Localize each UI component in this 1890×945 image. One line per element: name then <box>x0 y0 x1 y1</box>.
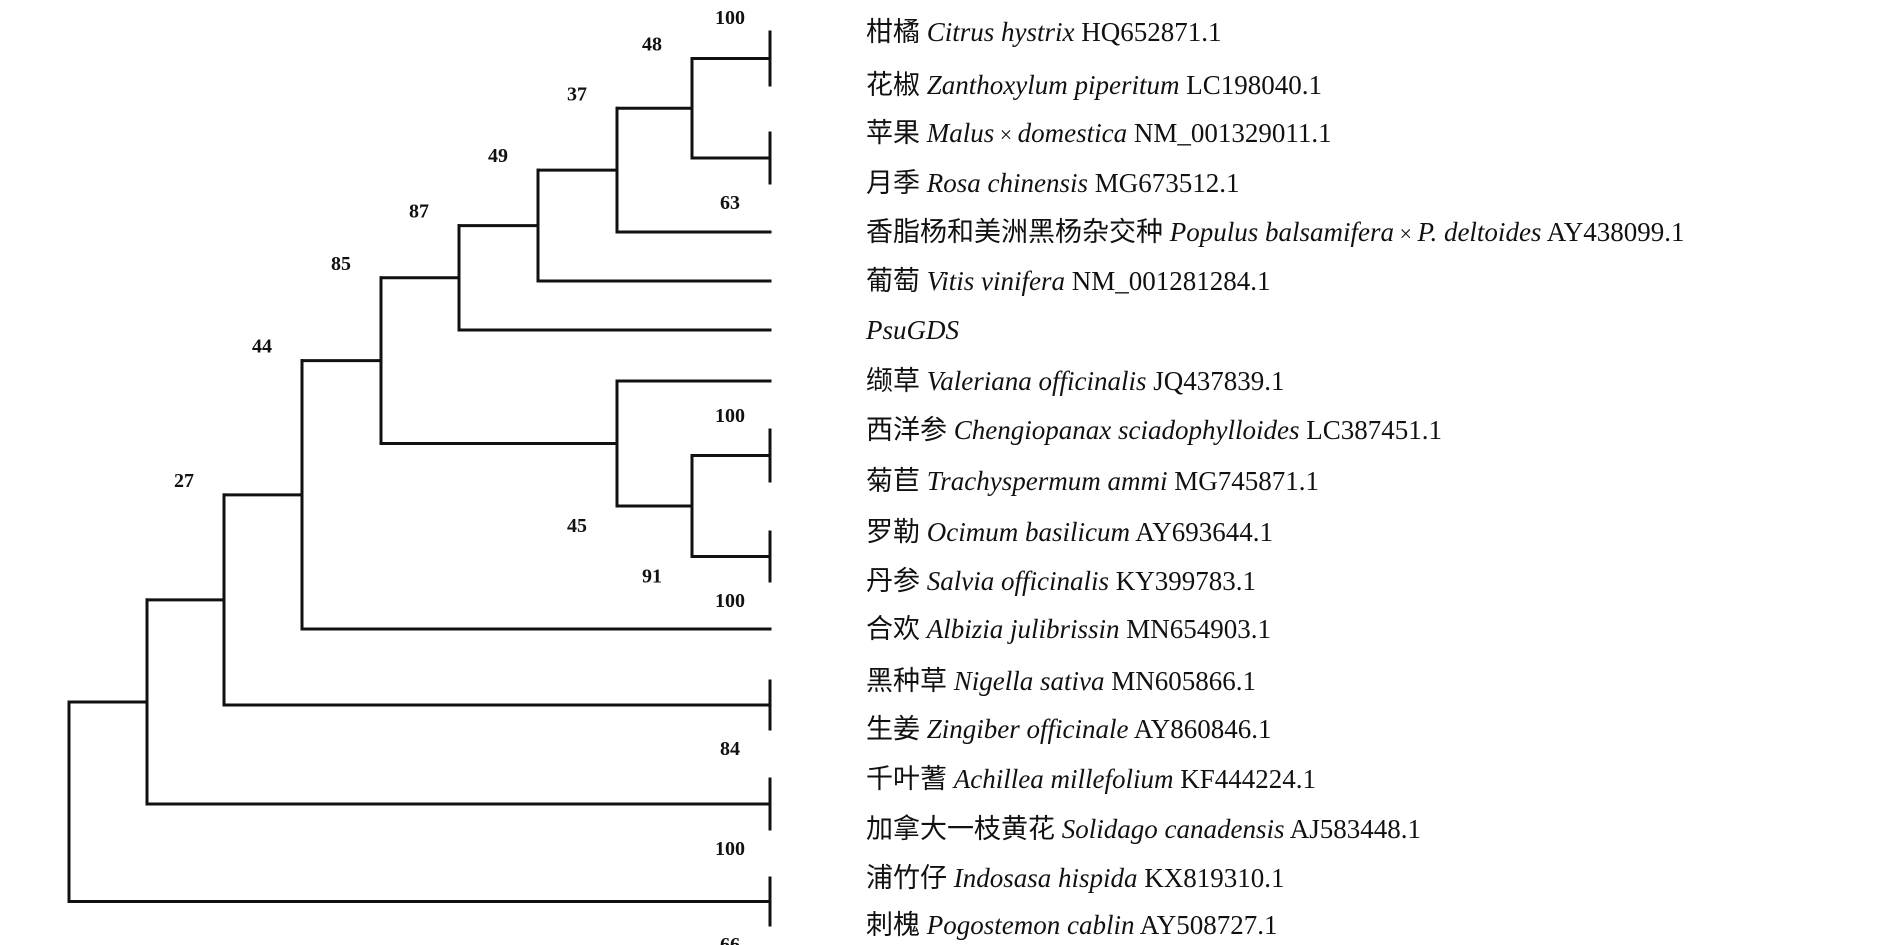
leaf-label-L19: 刺槐 Pogostemon cablin AY508727.1 <box>866 910 1278 940</box>
leaf-accession: MG745871.1 <box>1168 466 1320 496</box>
hybrid-sign: × <box>1394 221 1417 246</box>
leaf-label-L9: 西洋参 Chengiopanax sciadophylloides LC3874… <box>866 415 1442 445</box>
leaf-common-name: 丹参 <box>866 566 927 596</box>
leaf-accession: MG673512.1 <box>1088 168 1240 198</box>
leaf-scientific-name: Trachyspermum ammi <box>927 466 1168 496</box>
leaf-label-L15: 生姜 Zingiber officinale AY860846.1 <box>866 714 1272 744</box>
leaf-common-name: 香脂杨和美洲黑杨杂交种 <box>866 217 1170 247</box>
bootstrap-value-N15: 100 <box>715 838 745 860</box>
leaf-label-L2: 花椒 Zanthoxylum piperitum LC198040.1 <box>866 70 1322 100</box>
leaf-label-L13: 合欢 Albizia julibrissin MN654903.1 <box>866 614 1271 644</box>
leaf-common-name: 千叶蓍 <box>866 764 954 794</box>
leaf-label-L10: 菊苣 Trachyspermum ammi MG745871.1 <box>866 466 1319 496</box>
leaf-common-name: 生姜 <box>866 714 927 744</box>
leaf-label-L17: 加拿大一枝黄花 Solidago canadensis AJ583448.1 <box>866 814 1421 844</box>
bootstrap-value-N11: 85 <box>331 253 351 275</box>
leaf-label-L8: 缬草 Valeriana officinalis JQ437839.1 <box>866 366 1285 396</box>
leaf-label-L3: 苹果 Malus × domestica NM_001329011.1 <box>866 118 1332 148</box>
leaf-scientific-name: Indosasa hispida <box>953 863 1138 893</box>
leaf-scientific-name: Populus balsamifera <box>1169 217 1394 247</box>
leaf-label-L7: PsuGDS <box>865 315 959 345</box>
bootstrap-value-N12: 44 <box>252 336 272 358</box>
leaf-common-name: 缬草 <box>866 366 927 396</box>
leaf-common-name: 加拿大一枝黄花 <box>866 814 1062 844</box>
bootstrap-value-N13: 84 <box>720 738 740 760</box>
leaf-accession: HQ652871.1 <box>1075 17 1222 47</box>
bootstrap-value-N9: 91 <box>642 566 662 588</box>
bootstrap-value-N8: 100 <box>715 590 745 612</box>
bootstrap-value-N17: 66 <box>720 934 740 945</box>
leaf-label-L4: 月季 Rosa chinensis MG673512.1 <box>866 168 1240 198</box>
leaf-scientific-name-2: domestica <box>1018 118 1127 148</box>
leaf-label-L5: 香脂杨和美洲黑杨杂交种 Populus balsamifera × P. del… <box>866 217 1684 247</box>
leaf-label-L16: 千叶蓍 Achillea millefolium KF444224.1 <box>866 764 1316 794</box>
leaf-common-name: 柑橘 <box>866 17 927 47</box>
leaf-scientific-name: Zingiber officinale <box>927 714 1129 744</box>
bootstrap-value-N7: 100 <box>715 405 745 427</box>
bootstrap-value-N4: 37 <box>567 83 587 105</box>
leaf-accession: LC198040.1 <box>1179 70 1322 100</box>
leaf-scientific-name: Zanthoxylum piperitum <box>927 70 1180 100</box>
leaf-common-name: 葡萄 <box>866 266 927 296</box>
leaf-label-L18: 浦竹仔 Indosasa hispida KX819310.1 <box>866 863 1285 893</box>
leaf-scientific-name: Pogostemon cablin <box>926 910 1135 940</box>
tree-branches <box>67 30 772 927</box>
leaf-accession: MN654903.1 <box>1120 614 1272 644</box>
leaf-scientific-name: Chengiopanax sciadophylloides <box>954 415 1300 445</box>
bootstrap-values: 100 63 48 37 49 87 100 100 91 45 85 44 84 27 100 66 <box>174 7 745 945</box>
bootstrap-value-N10: 45 <box>567 515 587 537</box>
leaf-scientific-name: Malus <box>926 118 995 148</box>
leaf-accession: KF444224.1 <box>1173 764 1316 794</box>
leaf-scientific-name: PsuGDS <box>865 315 959 345</box>
leaf-common-name: 罗勒 <box>866 517 927 547</box>
leaf-accession: MN605866.1 <box>1105 666 1257 696</box>
leaf-scientific-name: Nigella sativa <box>953 666 1105 696</box>
leaf-common-name: 月季 <box>866 168 927 198</box>
leaf-label-L6: 葡萄 Vitis vinifera NM_001281284.1 <box>866 266 1271 296</box>
leaf-label-L14: 黑种草 Nigella sativa MN605866.1 <box>866 666 1256 696</box>
bootstrap-value-N3: 48 <box>642 34 662 56</box>
leaf-label-L1: 柑橘 Citrus hystrix HQ652871.1 <box>866 17 1222 47</box>
bootstrap-value-N5: 49 <box>488 145 508 167</box>
leaf-scientific-name-2: P. deltoides <box>1416 217 1541 247</box>
leaf-accession: NM_001329011.1 <box>1127 118 1332 148</box>
leaf-scientific-name: Solidago canadensis <box>1062 814 1285 844</box>
leaf-accession: LC387451.1 <box>1299 415 1442 445</box>
leaf-scientific-name: Salvia officinalis <box>927 566 1109 596</box>
leaf-common-name: 西洋参 <box>866 415 954 445</box>
leaf-accession: AY508727.1 <box>1134 910 1277 940</box>
leaf-label-L12: 丹参 Salvia officinalis KY399783.1 <box>866 566 1256 596</box>
leaf-accession: AY693644.1 <box>1130 517 1273 547</box>
leaf-common-name: 浦竹仔 <box>866 863 954 893</box>
bootstrap-value-N6: 87 <box>409 201 429 223</box>
leaf-common-name: 菊苣 <box>866 466 927 496</box>
leaf-common-name: 苹果 <box>866 118 927 148</box>
leaf-scientific-name: Albizia julibrissin <box>925 614 1120 644</box>
leaf-common-name: 花椒 <box>866 70 927 100</box>
leaf-accession: AY860846.1 <box>1129 714 1272 744</box>
leaf-accession: NM_001281284.1 <box>1065 266 1271 296</box>
leaf-scientific-name: Citrus hystrix <box>927 17 1075 47</box>
leaf-accession: AJ583448.1 <box>1285 814 1422 844</box>
leaf-accession: KX819310.1 <box>1138 863 1285 893</box>
bootstrap-value-N2: 63 <box>720 192 740 214</box>
leaf-scientific-name: Achillea millefolium <box>952 764 1174 794</box>
leaf-scientific-name: Ocimum basilicum <box>927 517 1130 547</box>
bootstrap-value-N1: 100 <box>715 7 745 29</box>
leaf-common-name: 刺槐 <box>866 910 927 940</box>
leaf-scientific-name: Vitis vinifera <box>927 266 1065 296</box>
leaf-accession: AY438099.1 <box>1541 217 1684 247</box>
leaf-labels: 柑橘 Citrus hystrix HQ652871.1 花椒 Zanthoxyl… <box>865 17 1684 940</box>
leaf-label-L11: 罗勒 Ocimum basilicum AY693644.1 <box>866 517 1273 547</box>
leaf-scientific-name: Valeriana officinalis <box>927 366 1147 396</box>
leaf-common-name: 合欢 <box>866 614 927 644</box>
leaf-accession: JQ437839.1 <box>1147 366 1285 396</box>
leaf-scientific-name: Rosa chinensis <box>926 168 1088 198</box>
leaf-accession: KY399783.1 <box>1109 566 1256 596</box>
bootstrap-value-N14: 27 <box>174 470 194 492</box>
leaf-common-name: 黑种草 <box>866 666 954 696</box>
hybrid-sign: × <box>994 122 1017 147</box>
